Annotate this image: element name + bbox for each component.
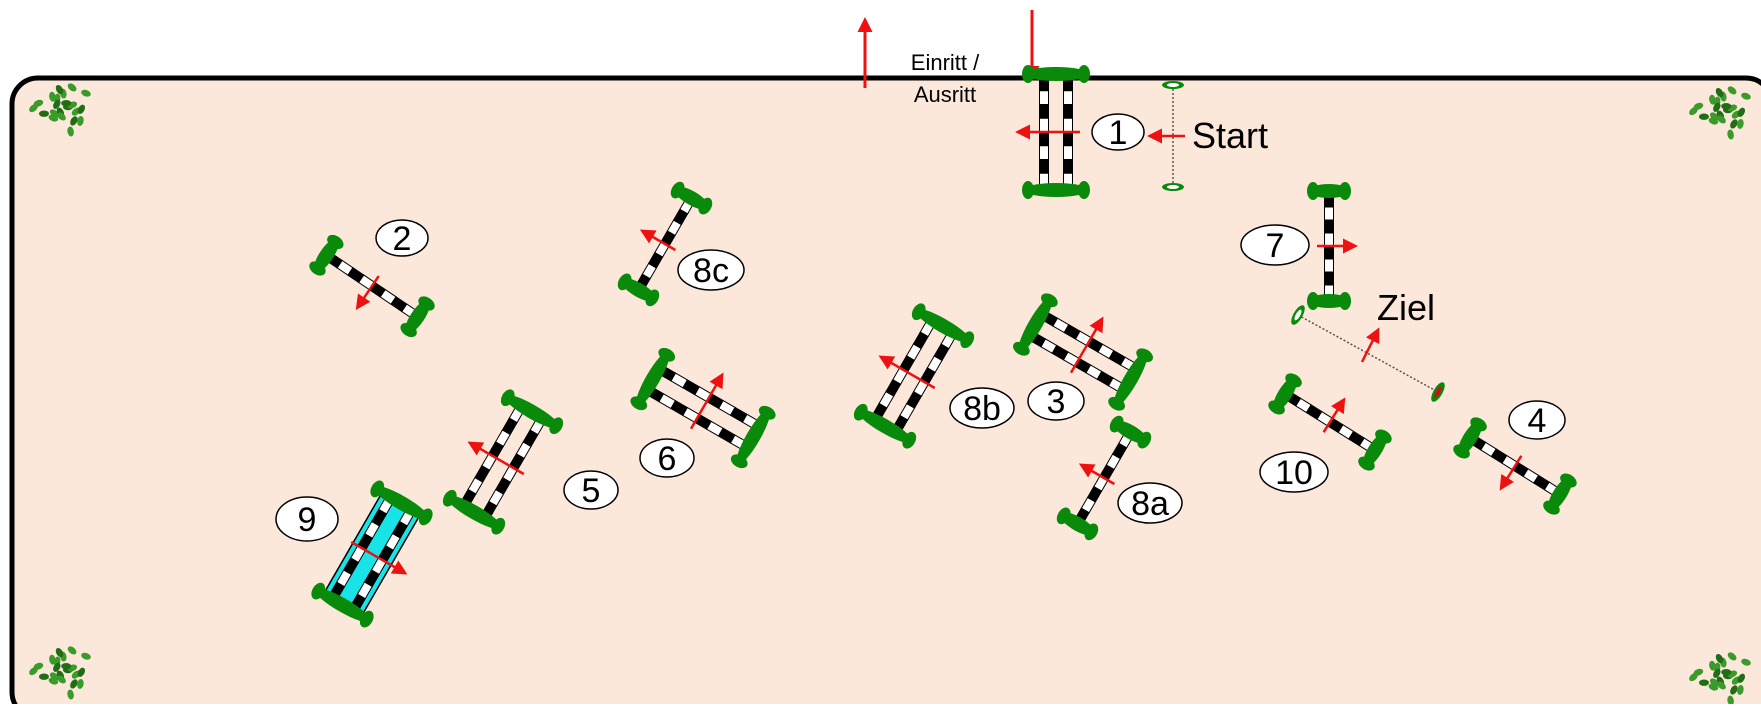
jump-labels: 1 2 3 4 5 6 7 8a 8b 8c 9 10 xyxy=(275,113,1566,542)
entrance-label: Einritt / xyxy=(911,50,980,75)
jump-label-8b: 8b xyxy=(949,387,1015,429)
jump-label-8a: 8a xyxy=(1117,482,1183,524)
jump-label-4: 4 xyxy=(1508,400,1566,440)
jump-6-oxer xyxy=(630,347,776,469)
tree-icon xyxy=(29,83,91,137)
jump-8c xyxy=(617,181,713,307)
jump-label-6: 6 xyxy=(639,438,695,478)
svg-text:6: 6 xyxy=(658,440,677,478)
jump-10 xyxy=(1268,373,1392,471)
start-line xyxy=(1147,81,1185,191)
jump-label-1: 1 xyxy=(1091,113,1145,152)
entrance-exit-arrows xyxy=(857,10,1040,88)
finish-line xyxy=(1291,305,1445,402)
jump-label-8c: 8c xyxy=(677,249,745,291)
jump-label-10: 10 xyxy=(1259,451,1329,493)
svg-text:8a: 8a xyxy=(1131,485,1169,523)
svg-text:3: 3 xyxy=(1047,383,1066,421)
jump-label-3: 3 xyxy=(1027,381,1085,421)
tree-icon xyxy=(29,646,91,700)
svg-text:1: 1 xyxy=(1109,114,1128,152)
svg-text:9: 9 xyxy=(298,501,317,539)
jump-2 xyxy=(309,234,435,338)
jump-8b-oxer xyxy=(853,303,975,449)
tree-icon xyxy=(1689,652,1751,706)
jump-5-oxer xyxy=(442,389,564,535)
jump-label-9: 9 xyxy=(275,496,339,542)
jump-7 xyxy=(1307,182,1358,310)
exit-label: Ausritt xyxy=(914,82,976,107)
jump-label-7: 7 xyxy=(1240,224,1310,266)
jump-4 xyxy=(1453,417,1577,515)
jump-9-water xyxy=(311,480,433,628)
svg-text:8b: 8b xyxy=(963,390,1001,428)
svg-text:4: 4 xyxy=(1528,402,1547,440)
svg-text:8c: 8c xyxy=(693,252,729,290)
jump-8a xyxy=(1056,415,1152,541)
tree-icon xyxy=(1689,86,1751,140)
svg-text:5: 5 xyxy=(582,472,601,510)
jump-label-2: 2 xyxy=(375,219,429,258)
start-label: Start xyxy=(1192,115,1268,156)
finish-label: Ziel xyxy=(1377,287,1435,328)
jump-1-oxer xyxy=(1015,65,1090,199)
svg-text:7: 7 xyxy=(1266,227,1285,265)
jump-3-oxer xyxy=(1013,293,1153,411)
svg-text:2: 2 xyxy=(393,220,412,258)
jump-label-5: 5 xyxy=(563,470,619,510)
svg-text:10: 10 xyxy=(1275,454,1313,492)
